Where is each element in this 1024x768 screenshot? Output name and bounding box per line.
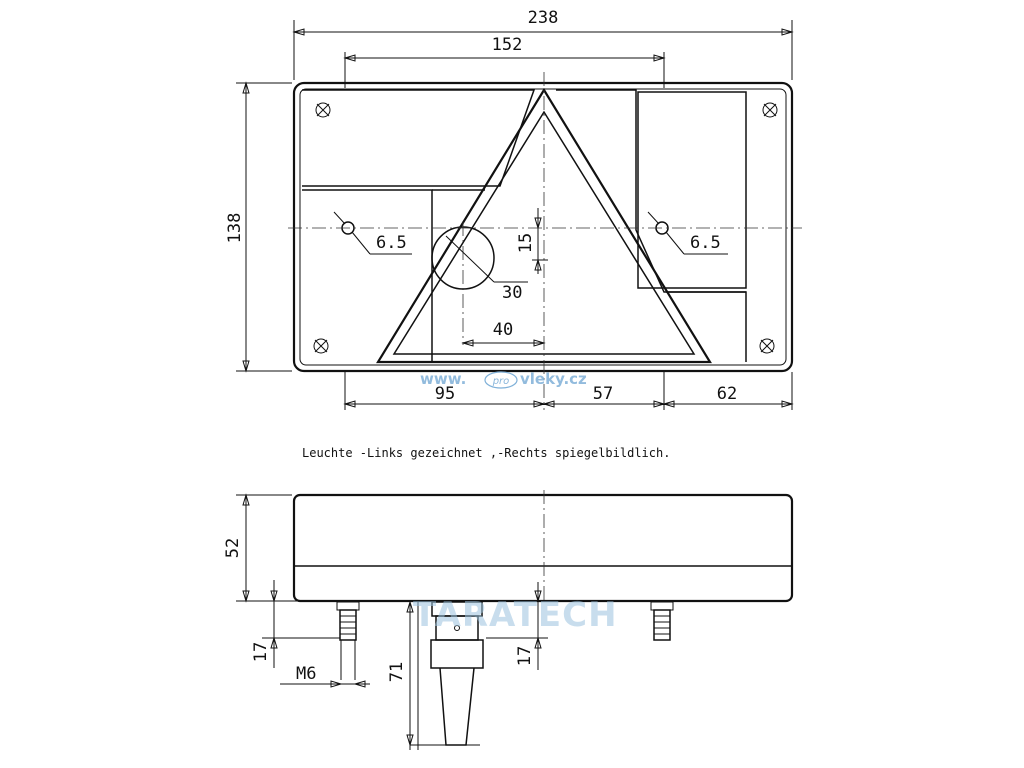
svg-text:www.: www. <box>420 370 466 388</box>
cable-connector <box>410 601 484 750</box>
dim-width-total: 238 <box>528 8 559 28</box>
side-dimensions: 52 17 M6 71 17 <box>223 493 548 750</box>
side-view <box>292 490 794 750</box>
front-view <box>288 72 802 410</box>
left-mid-divider <box>302 189 433 362</box>
screw-icon <box>762 102 778 118</box>
screw-icon <box>313 338 329 354</box>
left-top-compartment <box>302 89 536 187</box>
svg-text:pro: pro <box>492 376 510 387</box>
dim-side-71: 71 <box>387 662 407 682</box>
right-upper-box <box>637 91 747 289</box>
screw-icon <box>315 102 331 118</box>
dim-thread-m6: M6 <box>296 664 316 684</box>
brand-watermark: TARATECH <box>413 595 618 635</box>
dim-hole-right: 6.5 <box>690 233 721 253</box>
drawing-caption: Leuchte -Links gezeichnet ,-Rechts spieg… <box>302 446 670 460</box>
dim-40: 40 <box>493 320 513 340</box>
dim-width-152: 152 <box>492 35 523 55</box>
screw-icon <box>759 338 775 354</box>
mounting-stud-right <box>650 601 674 641</box>
dim-95: 95 <box>435 384 455 404</box>
dim-30: 30 <box>502 283 522 303</box>
dim-57: 57 <box>593 384 613 404</box>
pro-badge-icon <box>484 371 518 389</box>
svg-text:vleky.cz: vleky.cz <box>520 370 587 388</box>
housing-inner-outline <box>299 88 787 366</box>
site-watermark: www. pro vleky.cz <box>420 370 587 389</box>
dim-side-52: 52 <box>223 538 243 558</box>
right-top-compartment <box>556 89 747 362</box>
side-housing <box>292 493 794 603</box>
dim-side-17-left: 17 <box>251 642 271 662</box>
mounting-stud-left <box>336 601 360 680</box>
dim-side-17-right: 17 <box>515 646 535 666</box>
dim-height-138: 138 <box>225 213 245 244</box>
dim-62: 62 <box>717 384 737 404</box>
dim-15: 15 <box>516 233 536 253</box>
front-dimensions: 238 152 138 6.5 6.5 15 30 <box>225 8 794 410</box>
dim-hole-left: 6.5 <box>376 233 407 253</box>
housing-outline <box>292 81 794 373</box>
